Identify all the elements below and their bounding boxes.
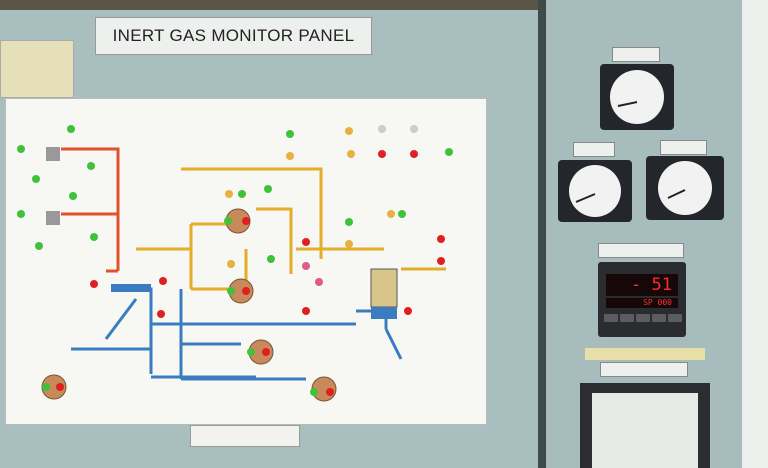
indicator-lamp-icon [286, 152, 294, 160]
indicator-lamp-icon [35, 242, 43, 250]
gauge-label-plate [573, 142, 615, 157]
recorder-label-plate [600, 362, 688, 377]
indicator-lamp-icon [345, 240, 353, 248]
indicator-lamp-icon [315, 278, 323, 286]
controller-label-plate [598, 243, 684, 258]
yellow-label-strip [585, 348, 705, 360]
indicator-lamp-icon [437, 257, 445, 265]
indicator-lamp-icon [437, 235, 445, 243]
indicator-lamp-icon [445, 148, 453, 156]
controller-key[interactable] [604, 314, 618, 322]
gauge-icon [558, 160, 632, 222]
indicator-lamp-icon [264, 185, 272, 193]
controller-key[interactable] [652, 314, 666, 322]
panel-title-plate: INERT GAS MONITOR PANEL [95, 17, 372, 55]
water-line [71, 287, 403, 381]
indicator-lamp-icon [67, 125, 75, 133]
indicator-lamp-icon [262, 348, 270, 356]
indicator-lamp-icon [87, 162, 95, 170]
gauge-icon [646, 156, 724, 220]
temperature-controller: - 51 SP 000 [598, 262, 686, 337]
indicator-lamp-icon [224, 217, 232, 225]
gauge-icon [600, 64, 674, 130]
chart-recorder [580, 383, 710, 468]
indicator-lamp-icon [227, 287, 235, 295]
indicator-lamp-icon [227, 260, 235, 268]
indicator-lamp-icon [267, 255, 275, 263]
indicator-lamp-icon [69, 192, 77, 200]
indicator-lamp-icon [398, 210, 406, 218]
controller-key[interactable] [636, 314, 650, 322]
indicator-lamp-icon [56, 383, 64, 391]
indicator-lamp-icon [225, 190, 233, 198]
scrubber-tank-icon [111, 284, 151, 292]
indicator-lamp-icon [378, 125, 386, 133]
indicator-lamp-icon [90, 233, 98, 241]
cabinet-divider [538, 0, 546, 468]
indicator-lamp-icon [242, 217, 250, 225]
gauge-label-plate [612, 47, 660, 62]
indicator-lamp-icon [410, 150, 418, 158]
blower-icon [46, 147, 60, 161]
tank-water-icon [371, 307, 397, 319]
indicator-lamp-icon [345, 218, 353, 226]
indicator-lamp-icon [310, 388, 318, 396]
indicator-lamp-icon [410, 125, 418, 133]
indicator-lamp-icon [302, 307, 310, 315]
indicator-lamp-icon [17, 145, 25, 153]
setpoint-label: SP [643, 298, 653, 307]
mimic-diagram [17, 125, 453, 402]
faded-notice [0, 40, 74, 98]
indicator-lamp-icon [404, 307, 412, 315]
blower-icon [46, 211, 60, 225]
indicator-lamp-icon [387, 210, 395, 218]
board-caption-plate [190, 425, 300, 447]
indicator-lamp-icon [157, 310, 165, 318]
indicator-lamp-icon [345, 127, 353, 135]
setpoint-display: SP 000 [606, 298, 678, 308]
indicator-lamp-icon [42, 383, 50, 391]
process-value-display: - 51 [606, 274, 678, 296]
recorder-window [592, 393, 698, 468]
indicator-lamp-icon [247, 348, 255, 356]
indicator-lamp-icon [347, 150, 355, 158]
indicator-lamps [17, 125, 453, 396]
controller-key[interactable] [620, 314, 634, 322]
indicator-lamp-icon [159, 277, 167, 285]
fuel-line [136, 167, 446, 291]
controller-key[interactable] [668, 314, 682, 322]
indicator-lamp-icon [302, 238, 310, 246]
indicator-lamp-icon [286, 130, 294, 138]
indicator-lamp-icon [326, 388, 334, 396]
indicator-lamp-icon [32, 175, 40, 183]
indicator-lamp-icon [302, 262, 310, 270]
wall [742, 0, 768, 468]
setpoint-value: 000 [657, 298, 672, 307]
gauge-label-plate [660, 140, 707, 155]
indicator-lamp-icon [90, 280, 98, 288]
gas-line [61, 147, 120, 273]
indicator-lamp-icon [378, 150, 386, 158]
tank-icon [370, 268, 398, 308]
indicator-lamp-icon [238, 190, 246, 198]
indicator-lamp-icon [242, 287, 250, 295]
indicator-lamp-icon [17, 210, 25, 218]
mimic-diagram-board [5, 98, 487, 425]
